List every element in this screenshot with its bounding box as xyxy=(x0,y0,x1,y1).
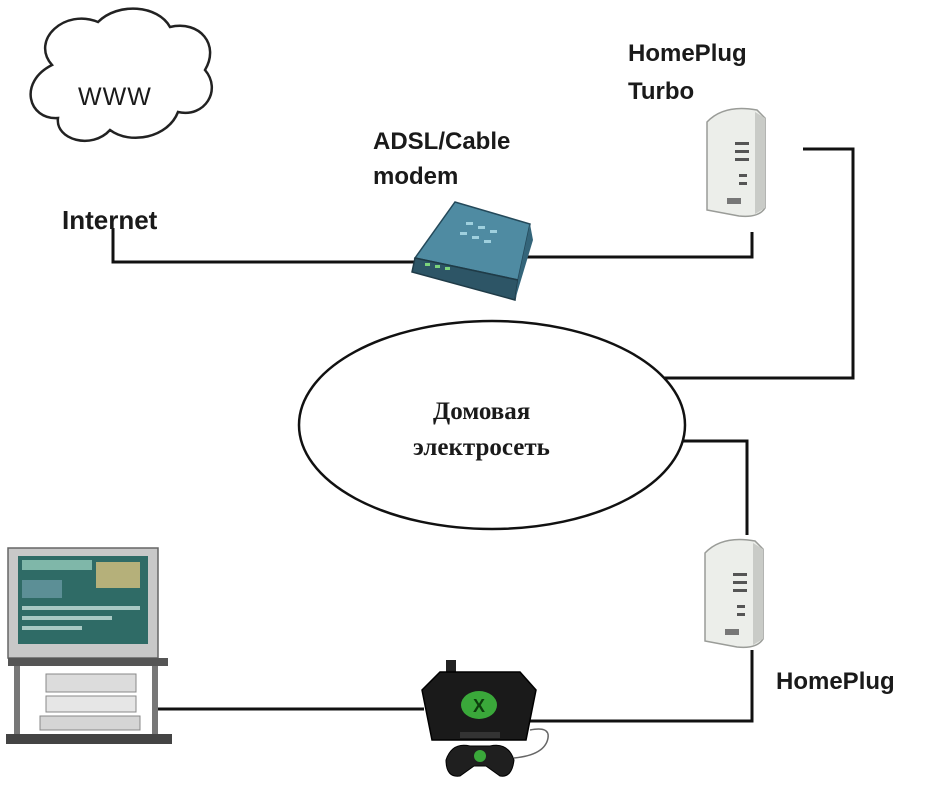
connection-lines xyxy=(111,147,855,723)
line-powerline-to-homeplug xyxy=(682,439,749,535)
line-internet-to-modem xyxy=(111,228,420,264)
line-modem-to-homeplug-turbo xyxy=(515,232,754,259)
line-homeplug-to-console xyxy=(530,650,754,723)
homeplug-turbo-label-line2: Turbo xyxy=(628,78,695,105)
modem-label-line2: modem xyxy=(373,163,459,190)
powerline-label-line2: электросеть xyxy=(413,434,550,461)
cloud-icon xyxy=(29,7,214,143)
powerline-label-line1: Домовая xyxy=(433,398,531,425)
powerline-ellipse xyxy=(297,319,687,531)
powerline-adapter-icon xyxy=(704,538,764,649)
game-console-icon: X xyxy=(421,660,549,777)
modem-icon xyxy=(411,201,533,301)
cloud-label: WWW xyxy=(78,83,152,111)
powerline-adapter-icon xyxy=(706,107,766,218)
homeplug-turbo-label-line1: HomePlug xyxy=(628,40,747,67)
homeplug-label: HomePlug xyxy=(776,668,895,695)
internet-label: Internet xyxy=(62,205,158,235)
tv-stand-icon xyxy=(6,547,172,744)
line-homeplug-turbo-to-powerline xyxy=(655,147,855,380)
svg-text:X: X xyxy=(473,696,485,716)
modem-label-line1: ADSL/Cable xyxy=(373,128,511,155)
